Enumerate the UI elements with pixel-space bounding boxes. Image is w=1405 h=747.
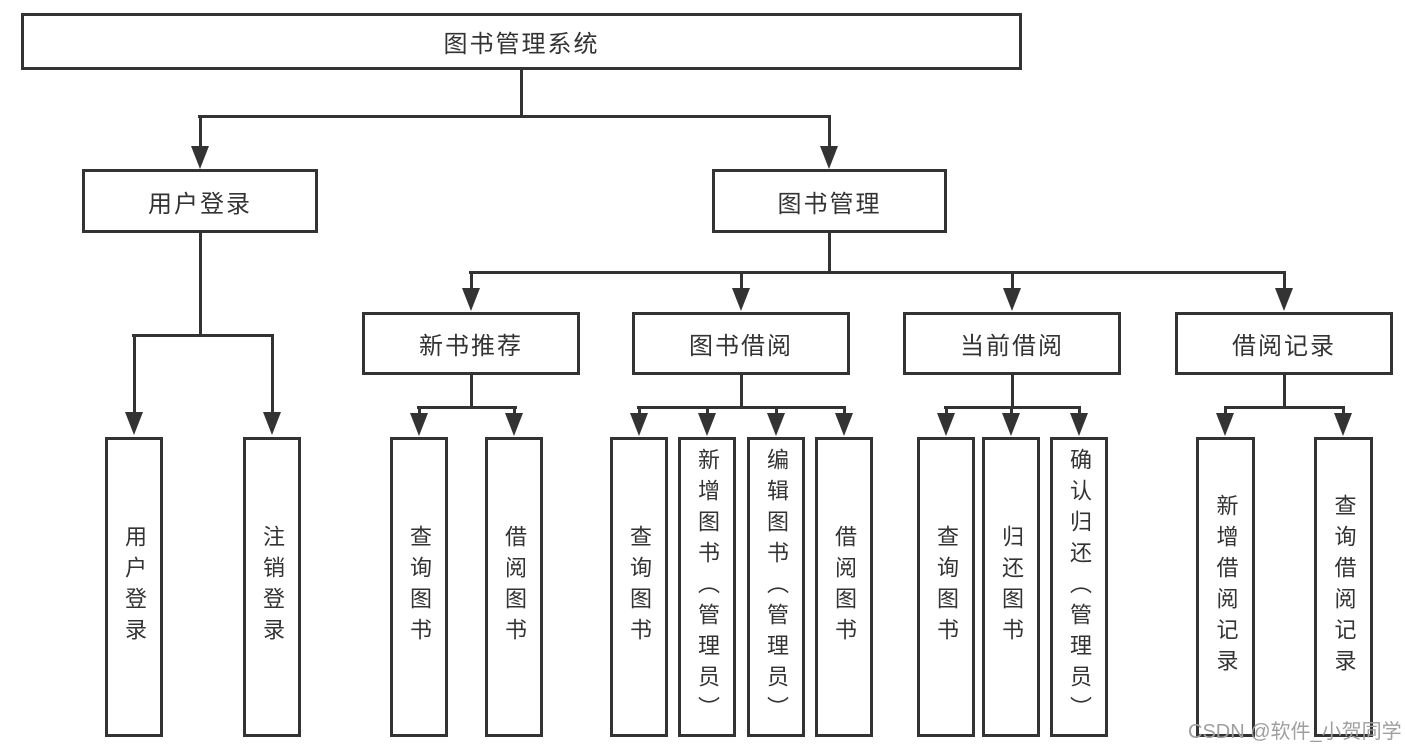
node-borrowing-records: 借阅记录	[1175, 312, 1393, 375]
connector-line	[418, 406, 421, 415]
connector-line	[198, 115, 831, 118]
connector-line	[520, 70, 523, 117]
arrow-down-icon	[1003, 288, 1021, 311]
leaf-add-books-admin: 新增图书（管理员）	[678, 437, 736, 737]
connector-line	[1078, 406, 1081, 415]
arrow-down-icon	[732, 288, 750, 311]
connector-line	[1011, 271, 1014, 290]
connector-line	[1283, 375, 1286, 409]
connector-line	[271, 334, 274, 414]
connector-line	[843, 406, 846, 415]
leaf-query-books-recommendation: 查询图书	[390, 437, 448, 737]
node-user-login: 用户登录	[82, 169, 318, 233]
connector-line	[1010, 406, 1013, 415]
node-current-borrowing: 当前借阅	[903, 312, 1121, 375]
leaf-query-books-borrowing: 查询图书	[610, 437, 668, 737]
leaf-borrow-books-recommendation: 借阅图书	[485, 437, 543, 737]
arrow-down-icon	[263, 412, 281, 435]
arrow-down-icon	[698, 413, 716, 436]
leaf-add-borrow-record: 新增借阅记录	[1196, 437, 1255, 737]
arrow-down-icon	[462, 288, 480, 311]
connector-line	[1224, 406, 1227, 415]
connector-line	[199, 115, 202, 148]
arrow-down-icon	[1002, 413, 1020, 436]
connector-line	[1224, 406, 1345, 409]
connector-line	[1342, 406, 1345, 415]
arrow-down-icon	[410, 413, 428, 436]
leaf-logout: 注销登录	[243, 437, 301, 737]
arrow-down-icon	[630, 413, 648, 436]
leaf-query-borrow-record: 查询借阅记录	[1314, 437, 1373, 737]
connector-line	[470, 271, 473, 290]
arrow-down-icon	[1216, 413, 1234, 436]
connector-line	[132, 334, 274, 337]
connector-line	[470, 375, 473, 409]
connector-line	[740, 271, 743, 290]
csdn-watermark: CSDN @软件_小贺同学	[1188, 721, 1402, 743]
connector-line	[945, 406, 948, 415]
arrow-down-icon	[835, 413, 853, 436]
arrow-down-icon	[125, 412, 143, 435]
connector-line	[1011, 375, 1014, 409]
connector-line	[740, 375, 743, 409]
arrow-down-icon	[937, 413, 955, 436]
leaf-borrow-books: 借阅图书	[815, 437, 873, 737]
node-book-management: 图书管理	[712, 169, 947, 233]
connector-line	[513, 406, 516, 415]
connector-line	[828, 115, 831, 148]
node-library-management-system: 图书管理系统	[21, 13, 1022, 70]
connector-line	[417, 406, 517, 409]
node-new-book-recommendation: 新书推荐	[362, 312, 580, 375]
connector-line	[706, 406, 709, 415]
arrow-down-icon	[191, 146, 209, 169]
connector-line	[469, 271, 1286, 274]
connector-line	[828, 233, 831, 274]
arrow-down-icon	[505, 413, 523, 436]
arrow-down-icon	[767, 413, 785, 436]
leaf-return-books: 归还图书	[982, 437, 1040, 737]
arrow-down-icon	[820, 146, 838, 169]
leaf-edit-books-admin: 编辑图书（管理员）	[747, 437, 805, 737]
leaf-user-login: 用户登录	[105, 437, 163, 737]
connector-line	[133, 334, 136, 414]
connector-line	[1283, 271, 1286, 290]
arrow-down-icon	[1070, 413, 1088, 436]
arrow-down-icon	[1334, 413, 1352, 436]
leaf-confirm-return-admin: 确认归还（管理员）	[1050, 437, 1108, 737]
connector-line	[638, 406, 641, 415]
connector-line	[199, 233, 202, 336]
arrow-down-icon	[1275, 288, 1293, 311]
node-book-borrowing: 图书借阅	[632, 312, 850, 375]
connector-line	[775, 406, 778, 415]
leaf-query-books-current: 查询图书	[917, 437, 975, 737]
connector-line	[637, 406, 846, 409]
